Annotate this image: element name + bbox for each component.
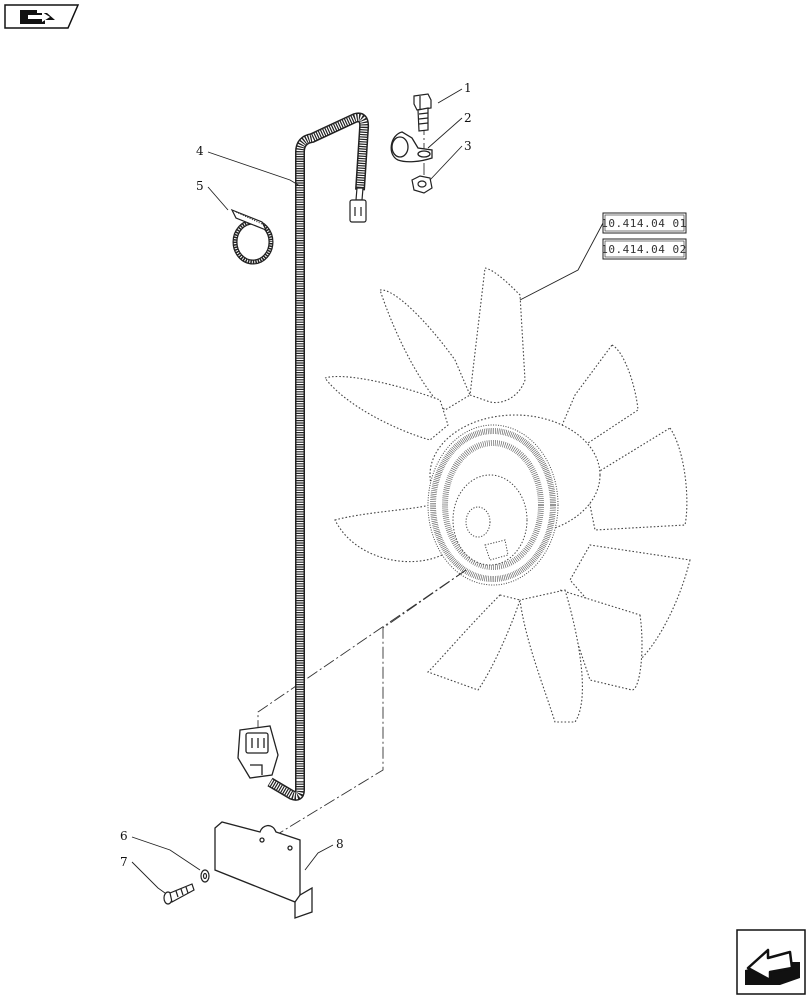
hose-clamp-part (230, 208, 274, 265)
fan-assembly (324, 267, 691, 723)
next-page-arrow-icon[interactable] (736, 929, 806, 995)
callout-3: 3 (464, 139, 472, 153)
nut-part (411, 175, 433, 194)
callout-7: 7 (120, 855, 128, 869)
leader-lines (131, 88, 604, 894)
p-clamp-part (390, 131, 433, 163)
reference-link-1[interactable]: 10.414.04 01 (601, 212, 687, 234)
reference-link-2[interactable]: 10.414.04 02 (601, 238, 687, 260)
wiring-harness (267, 112, 370, 801)
callout-1: 1 (464, 81, 472, 95)
callout-8: 8 (336, 837, 344, 851)
callout-2: 2 (464, 111, 472, 125)
folder-arrow-icon[interactable] (4, 4, 80, 29)
reference-label-1: 10.414.04 01 (601, 217, 686, 230)
callout-6: 6 (120, 829, 128, 843)
sensor-connector (237, 725, 279, 779)
callout-5: 5 (196, 179, 204, 193)
upper-connector (349, 187, 367, 223)
screw-part (163, 883, 195, 905)
fan-clutch-hub (427, 414, 601, 586)
bolt-part (413, 93, 432, 132)
mounting-bracket-part (214, 821, 313, 919)
reference-label-2: 10.414.04 02 (601, 243, 686, 256)
callout-4: 4 (196, 144, 204, 158)
callout-labels: 1 2 3 4 5 6 7 8 (120, 81, 472, 869)
washer-part (200, 869, 210, 883)
